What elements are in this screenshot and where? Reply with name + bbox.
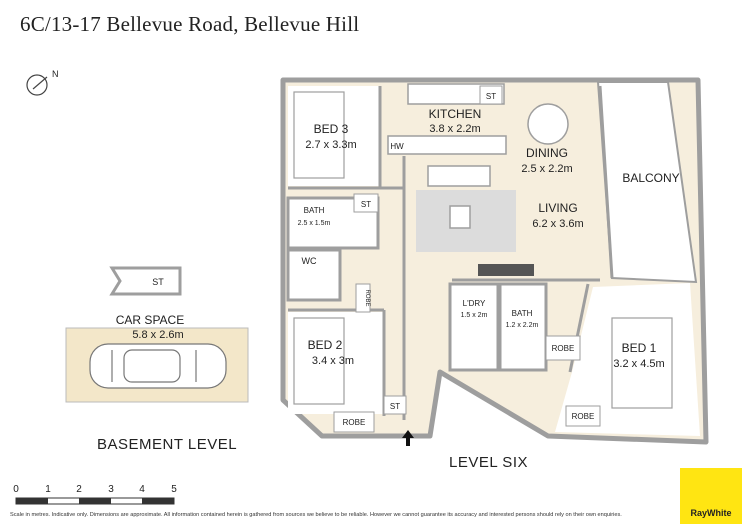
- car-space-size: 5.8 x 2.6m: [132, 329, 183, 341]
- bath1-label: BATH: [304, 206, 325, 215]
- wc-room: [286, 248, 342, 302]
- bed1-label: BED 1: [622, 341, 657, 355]
- plan-title: 6C/13-17 Bellevue Road, Bellevue Hill: [20, 12, 360, 36]
- hall-robe-box: [355, 283, 371, 313]
- scale-label-4: 4: [139, 484, 145, 495]
- basement-st-label: ST: [152, 277, 164, 287]
- bed3-bed: [293, 91, 345, 179]
- kitchen-st-label: ST: [486, 92, 496, 101]
- entry-storage-box: [383, 395, 407, 415]
- entry-st-label: ST: [390, 402, 400, 411]
- bed2-robe-label: ROBE: [343, 418, 366, 427]
- level-six-label: LEVEL SIX: [449, 454, 528, 471]
- scale-label-2: 2: [76, 484, 82, 495]
- bed1-robe-box: [545, 335, 581, 361]
- dining-label: DINING: [526, 146, 568, 160]
- dining-table: [527, 103, 569, 145]
- balcony-label: BALCONY: [622, 171, 679, 185]
- bath2-room: [498, 282, 548, 372]
- scale-label-5: 5: [171, 484, 177, 495]
- car-space-label: CAR SPACE: [116, 313, 184, 327]
- hw-label: HW: [390, 142, 404, 151]
- hall-robe-label: ROBE: [364, 289, 370, 306]
- living-label: LIVING: [538, 201, 577, 215]
- kitchen-label: KITCHEN: [429, 107, 482, 121]
- basement-plan: ST CAR SPACE 5.8 x 2.6m: [65, 266, 249, 403]
- coffee-table: [449, 205, 471, 229]
- entry-arrow-icon: [402, 430, 414, 446]
- bath2-size: 1.2 x 2.2m: [506, 322, 539, 329]
- bath2-label: BATH: [512, 309, 533, 318]
- bed3-size: 2.7 x 3.3m: [305, 139, 356, 151]
- dining-size: 2.5 x 2.2m: [521, 163, 572, 175]
- scale-label-1: 1: [45, 484, 51, 495]
- sofa: [427, 165, 491, 187]
- logo-text: RayWhite: [690, 508, 732, 518]
- kitchen-size: 3.8 x 2.2m: [429, 123, 480, 135]
- scale-label-0: 0: [13, 484, 19, 495]
- bed2-label: BED 2: [308, 338, 343, 352]
- bed1-bed: [611, 317, 673, 409]
- bath1-size: 2.5 x 1.5m: [298, 220, 331, 227]
- bed1-size: 3.2 x 4.5m: [613, 358, 664, 370]
- scale-bar: [15, 497, 175, 505]
- bed2-robe-box: [333, 411, 375, 433]
- disclaimer-text: Scale in metres. Indicative only. Dimens…: [10, 512, 622, 518]
- compass-icon: N: [26, 69, 59, 96]
- tv-unit: [478, 264, 534, 276]
- ldry-room: [448, 282, 500, 372]
- bed1-robe2-label: ROBE: [572, 412, 595, 421]
- kitchen-storage-box: [479, 85, 503, 105]
- raywhite-logo: RayWhite: [680, 468, 742, 524]
- wc-label: WC: [302, 256, 317, 266]
- kitchen-island: [387, 135, 507, 155]
- bed1-robe2-box: [565, 405, 601, 427]
- bed2-size: 3.4 x 3m: [312, 355, 354, 367]
- ldry-size: 1.5 x 2m: [461, 312, 488, 319]
- bed1-robe-label: ROBE: [552, 344, 575, 353]
- bath-st-label: ST: [361, 200, 371, 209]
- bed3-label: BED 3: [314, 122, 349, 136]
- basement-level-label: BASEMENT LEVEL: [97, 436, 238, 453]
- compass-north-label: N: [52, 69, 59, 79]
- bath-storage-box: [353, 193, 379, 213]
- apartment-floor: [280, 77, 709, 446]
- scale-label-3: 3: [108, 484, 114, 495]
- ldry-label: L'DRY: [463, 299, 486, 308]
- car-icon: [89, 343, 227, 389]
- bed2-bed: [293, 317, 345, 405]
- basement-storage: [109, 266, 182, 296]
- living-size: 6.2 x 3.6m: [532, 218, 583, 230]
